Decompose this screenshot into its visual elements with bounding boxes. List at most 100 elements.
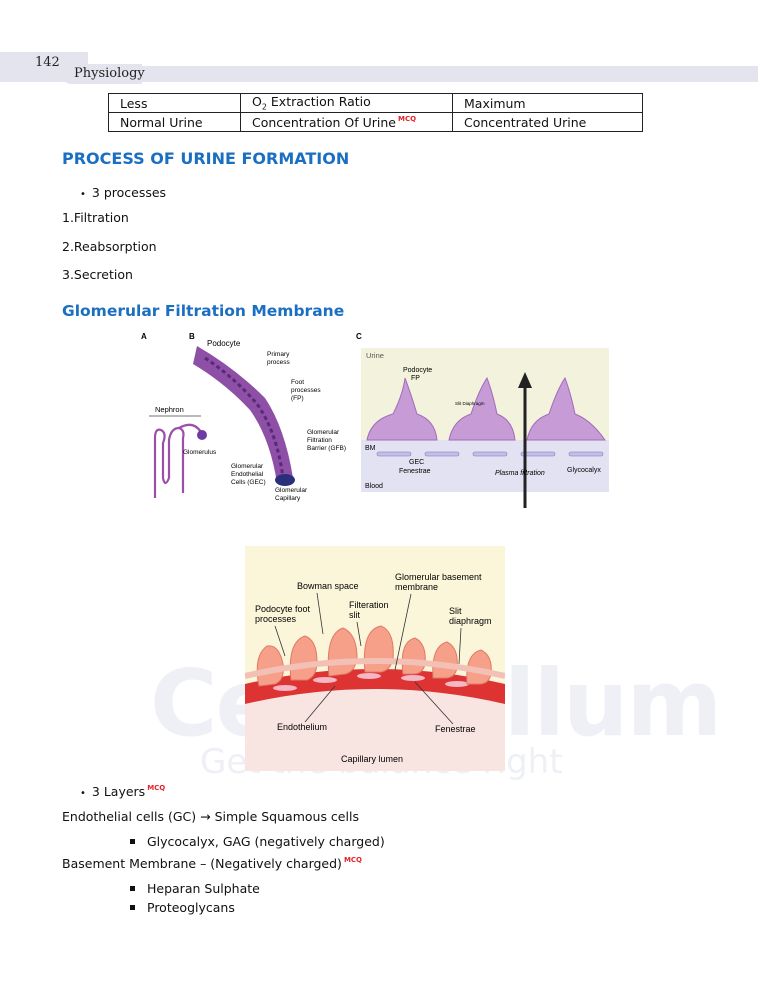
podocyte-label: Podocyte bbox=[207, 339, 241, 348]
gbm-label: membrane bbox=[395, 582, 438, 592]
figure-filtration-barrier: Bowman space Glomerular basement membran… bbox=[245, 546, 505, 771]
podocyte-shapes bbox=[366, 376, 606, 441]
sub-bullet-item: Proteoglycans bbox=[130, 900, 235, 915]
text-line: Basement Membrane – (Negatively charged)… bbox=[62, 856, 362, 871]
filtration-slit-label: slit bbox=[349, 610, 360, 620]
square-bullet-icon bbox=[130, 905, 135, 910]
table-cell: Concentrated Urine bbox=[452, 112, 643, 132]
gbm-label: Glomerular basement bbox=[395, 572, 482, 582]
gfb-label: Glomerular bbox=[307, 429, 340, 436]
line-text: Endothelial cells (GC) bbox=[62, 809, 197, 824]
line-text: Basement Membrane – (Negatively charged) bbox=[62, 856, 342, 871]
gfb-label: Barrier (GFB) bbox=[307, 445, 346, 452]
cell-text: Concentration Of Urine bbox=[252, 114, 396, 130]
glycocalyx-label: Glycocalyx bbox=[567, 467, 601, 474]
gec-label: Endothelial bbox=[231, 471, 264, 478]
gfb-label: Filtration bbox=[307, 437, 332, 444]
bullet-text: 3 processes bbox=[91, 185, 167, 200]
fenestrae-label: Fenestrae bbox=[435, 724, 476, 734]
panel-a-label: A bbox=[141, 332, 147, 341]
gec-fenestrae-label: Fenestrae bbox=[399, 468, 431, 475]
nephron-label: Nephron bbox=[155, 405, 184, 414]
subscript: 2 bbox=[261, 102, 267, 112]
sub-bullet-text: Proteoglycans bbox=[147, 900, 235, 915]
running-title: Physiology bbox=[62, 64, 145, 84]
header-band bbox=[0, 66, 768, 82]
slit-diaphragm-label: diaphragm bbox=[449, 616, 492, 626]
table-cell: Maximum bbox=[452, 93, 643, 113]
slit-diaphragm-label: Slit bbox=[449, 606, 462, 616]
foot-label: (FP) bbox=[291, 395, 304, 402]
text-line: Endothelial cells (GC) → Simple Squamous… bbox=[62, 809, 359, 824]
bullet-item: •3 processes bbox=[80, 185, 167, 200]
primary-process-shape bbox=[193, 346, 293, 483]
mcq-badge: MCQ bbox=[343, 856, 362, 864]
fenestrae-openings bbox=[273, 673, 469, 691]
sub-bullet-item: Heparan Sulphate bbox=[130, 881, 260, 896]
primary-label: process bbox=[267, 359, 291, 366]
page-number: 142 bbox=[35, 55, 60, 70]
gec-fenestrae-label: GEC bbox=[409, 459, 424, 466]
line-text: Simple Squamous cells bbox=[214, 809, 359, 824]
square-bullet-icon bbox=[130, 839, 135, 844]
basement-membrane-band bbox=[245, 658, 505, 679]
filtration-slit-label: Filteration bbox=[349, 600, 389, 610]
podocyte-fp-label: FP bbox=[411, 375, 420, 382]
table-cell: O2 Extraction Ratio bbox=[240, 93, 453, 113]
blood-label: Blood bbox=[365, 483, 383, 490]
mcq-badge: MCQ bbox=[398, 114, 417, 123]
square-bullet-icon bbox=[130, 886, 135, 891]
cell-text: Extraction Ratio bbox=[266, 94, 371, 110]
comparison-table: Less O2 Extraction Ratio Maximum Normal … bbox=[108, 93, 643, 132]
arrow-glyph: → bbox=[200, 809, 211, 824]
capillary-label: Capillary bbox=[275, 495, 301, 502]
sub-bullet-text: Heparan Sulphate bbox=[147, 881, 260, 896]
list-item: 1.Filtration bbox=[62, 210, 129, 225]
podocyte-foot-label: processes bbox=[255, 614, 297, 624]
bowman-space-label: Bowman space bbox=[297, 581, 359, 591]
list-item: 3.Secretion bbox=[62, 267, 133, 282]
arrow-head bbox=[518, 372, 532, 388]
table-cell: Less bbox=[108, 93, 241, 113]
glomerulus-label: Glomerulus bbox=[183, 449, 217, 456]
cell-text: O bbox=[252, 94, 262, 110]
bullet-text: 3 Layers bbox=[91, 784, 146, 799]
sub-bullet-item: Glycocalyx, GAG (negatively charged) bbox=[130, 834, 385, 849]
gec-label: Cells (GEC) bbox=[231, 479, 266, 486]
bm-label: BM bbox=[365, 445, 376, 452]
blood-region bbox=[361, 440, 609, 492]
capillary-label: Glomerular bbox=[275, 487, 308, 494]
section-heading-urine-formation: PROCESS OF URINE FORMATION bbox=[62, 149, 350, 168]
glomerulus-dot bbox=[197, 430, 207, 440]
panel-b-label: B bbox=[189, 332, 195, 341]
section-heading-filtration-membrane: Glomerular Filtration Membrane bbox=[62, 302, 345, 320]
leader-lines bbox=[274, 592, 462, 725]
panel-c-label: C bbox=[356, 332, 362, 341]
figure-nephron-panels: A B C Nephron Glomerulus Podocyte Primar… bbox=[141, 332, 609, 508]
mcq-badge: MCQ bbox=[147, 784, 166, 792]
gec-label: Glomerular bbox=[231, 463, 264, 470]
slit-diaphragm-label: Slit Diaphragm bbox=[455, 401, 485, 406]
urine-label: Urine bbox=[366, 351, 384, 360]
podocyte-fp-label: Podocyte bbox=[403, 367, 432, 374]
sub-bullet-text: Glycocalyx, GAG (negatively charged) bbox=[147, 834, 385, 849]
header-right-gap bbox=[758, 66, 768, 82]
endothelium-label: Endothelium bbox=[277, 722, 327, 732]
table-row: Less O2 Extraction Ratio Maximum bbox=[108, 93, 643, 113]
nephron-illustration bbox=[153, 423, 202, 498]
podocyte-foot-label: Podocyte foot bbox=[255, 604, 311, 614]
list-item: 2.Reabsorption bbox=[62, 239, 157, 254]
table-cell: Normal Urine bbox=[108, 112, 241, 132]
capillary-lumen-region bbox=[245, 671, 505, 771]
foot-label: Foot bbox=[291, 379, 304, 386]
plasma-filtration-label: Plasma filtration bbox=[495, 470, 545, 477]
foot-processes-shape bbox=[204, 356, 285, 479]
fenestrae-row bbox=[376, 451, 604, 457]
primary-label: Primary bbox=[267, 351, 290, 358]
foot-label: processes bbox=[291, 387, 321, 394]
capillary-lumen-shape bbox=[275, 474, 295, 486]
capillary-lumen-label: Capillary lumen bbox=[341, 754, 403, 764]
